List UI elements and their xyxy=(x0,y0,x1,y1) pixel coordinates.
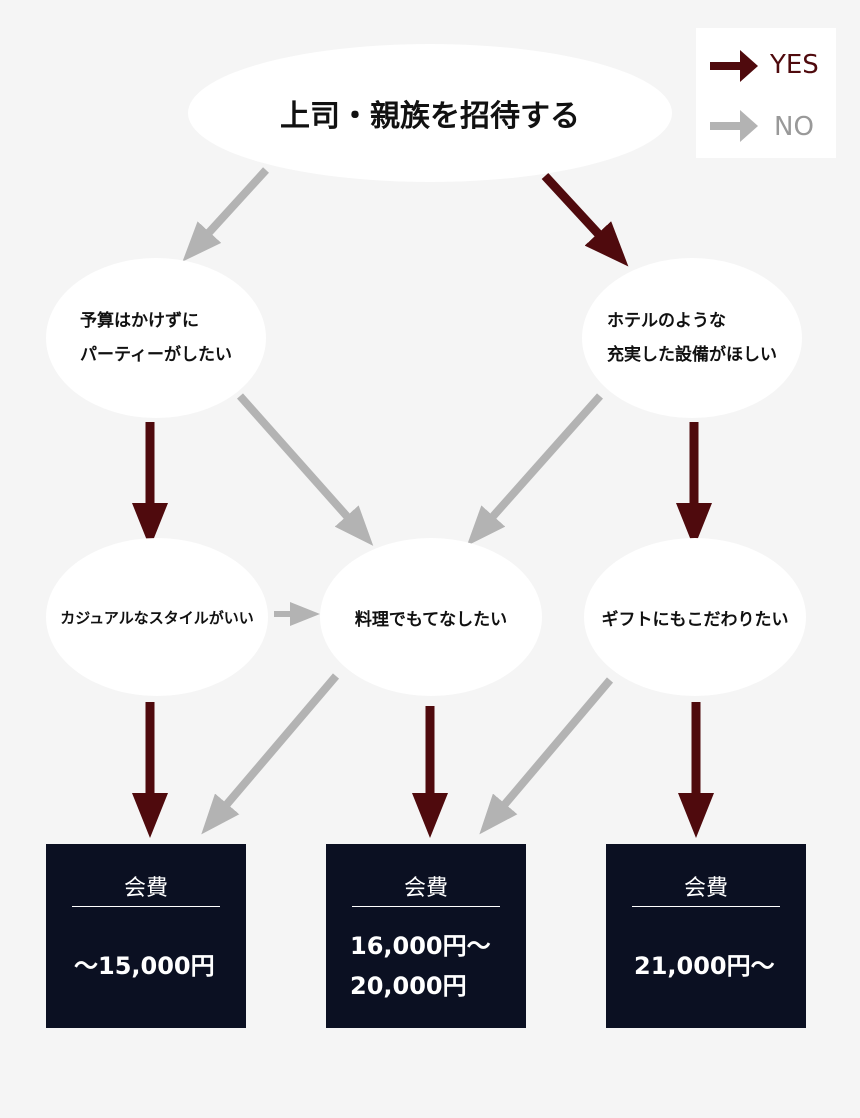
result-box-2-value: 16,000円～ 20,000円 xyxy=(350,932,491,1000)
result-box-2: 会費 16,000円～ 20,000円 xyxy=(326,844,526,1028)
cuisine-node-label: 料理でもてなしたい xyxy=(354,609,508,630)
result-box-3-value: 21,000円～ xyxy=(634,952,775,980)
budget-node: 予算はかけずに パーティーがしたい xyxy=(46,258,266,418)
hotel-node-label: ホテルのような 充実した設備がほしい xyxy=(607,311,777,365)
arrow-no-budget-to-cuisine xyxy=(237,393,374,546)
result-box-2-label: 会費 xyxy=(403,876,448,901)
casual-node-label: カジュアルなスタイルがいい xyxy=(60,608,254,627)
arrow-no-gift-to-price2 xyxy=(479,677,614,835)
hotel-node: ホテルのような 充実した設備がほしい xyxy=(582,258,802,418)
cuisine-node: 料理でもてなしたい xyxy=(320,538,542,696)
arrow-no-root-to-budget xyxy=(182,167,269,262)
legend-yes-label: YES xyxy=(770,50,819,80)
result-box-1-value: ～15,000円 xyxy=(74,952,215,980)
arrow-no-hotel-to-cuisine xyxy=(466,393,603,546)
legend: YES NO xyxy=(696,28,836,158)
result-box-3: 会費 21,000円～ xyxy=(606,844,806,1028)
budget-node-label: 予算はかけずに パーティーがしたい xyxy=(80,311,232,365)
legend-yes-arrowhead xyxy=(740,50,758,82)
arrow-no-cuisine-to-price1 xyxy=(201,673,340,835)
arrow-yes-root-to-hotel xyxy=(541,172,629,267)
root-node: 上司・親族を招待する xyxy=(188,44,672,182)
result-box-2-divider xyxy=(352,906,500,907)
legend-no-label: NO xyxy=(774,112,814,142)
result-box-1-divider xyxy=(72,906,220,907)
legend-no-arrowhead xyxy=(740,110,758,142)
result-box-3-label: 会費 xyxy=(683,876,728,901)
result-box-3-divider xyxy=(632,906,780,907)
result-box-1: 会費 ～15,000円 xyxy=(46,844,246,1028)
gift-node: ギフトにもこだわりたい xyxy=(584,538,806,696)
casual-node: カジュアルなスタイルがいい xyxy=(46,538,268,696)
legend-arrows xyxy=(710,50,758,142)
result-box-1-label: 会費 xyxy=(123,876,168,901)
gift-node-label: ギフトにもこだわりたい xyxy=(601,609,789,630)
root-node-label: 上司・親族を招待する xyxy=(280,99,580,134)
